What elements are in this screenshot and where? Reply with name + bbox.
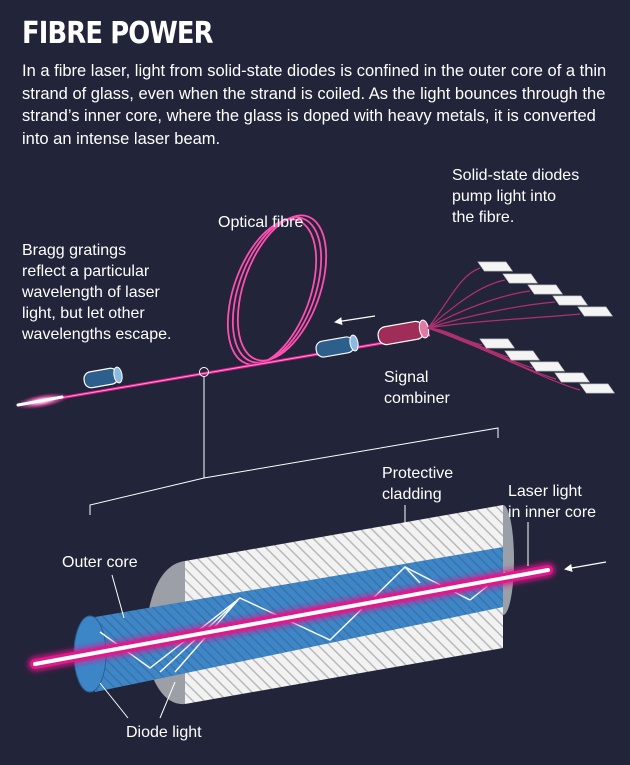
label-outer-core: Outer core [62,554,138,571]
bragg-grating-left [83,366,123,389]
label-line: Solid-state diodes [452,167,580,184]
label-bragg-gratings: Bragg gratings reflect a particular wave… [22,240,171,345]
direction-arrow-bottom [564,561,607,572]
label-optical-fibre: Optical fibre [218,214,304,231]
optical-fibre-coil [226,214,328,366]
fibre-strand [59,333,431,400]
label-protective-cladding: Protective cladding [382,463,453,505]
label-line: the fibre. [452,209,515,226]
pump-fibres [427,267,581,391]
zoom-callout [89,367,499,515]
laser-beam-inner-core [28,563,555,671]
label-line: wavelength of laser [22,284,160,301]
label-laser-light: Laser light in inner core [508,481,596,523]
bragg-grating-right [315,334,359,358]
laser-output-beam [14,392,70,410]
label-line: in inner core [508,504,597,521]
label-line: wavelengths escape. [22,326,172,343]
label-line: combiner [384,390,450,407]
label-line: light, but let other [22,305,145,322]
intro-text: In a fibre laser, light from solid-state… [22,62,607,148]
cross-section-fibre [73,505,514,705]
label-line: Protective [382,465,454,482]
label-signal-combiner: Signal combiner [384,367,450,409]
signal-combiner [377,319,430,346]
label-diode-light: Diode light [126,724,202,741]
label-line: pump light into [452,188,557,205]
diode-group-bottom [479,338,615,394]
diode-group-top [477,261,613,317]
direction-arrow-top [334,315,376,326]
label-line: Laser light [508,483,582,500]
page-title: FIBRE POWER [22,16,214,51]
label-line: Bragg gratings [22,242,127,259]
label-line: Signal [384,369,429,386]
label-solid-state-diodes: Solid-state diodes pump light into the f… [452,165,579,228]
leader-lines [99,505,529,719]
label-line: cladding [382,486,442,503]
label-line: reflect a particular [22,263,150,280]
